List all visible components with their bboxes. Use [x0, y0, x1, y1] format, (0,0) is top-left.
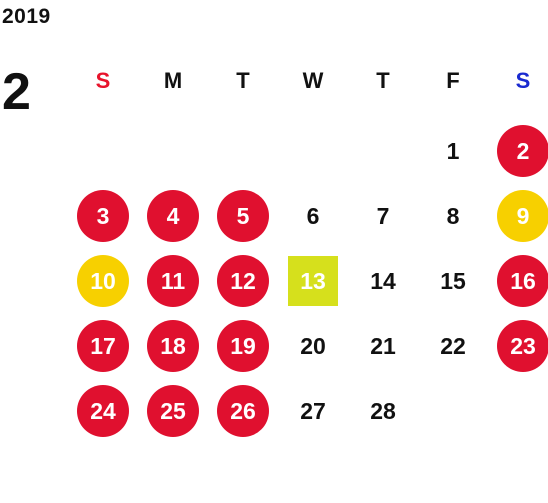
day-cell-empty: [278, 118, 348, 183]
day-number: 20: [300, 332, 326, 359]
day-cell[interactable]: 5: [208, 183, 278, 248]
weekday-label: F: [446, 68, 460, 93]
day-cell-empty: [348, 118, 418, 183]
day-cell[interactable]: 15: [418, 248, 488, 313]
day-cell-empty: [208, 118, 278, 183]
day-number: 27: [300, 397, 326, 424]
day-cell[interactable]: 21: [348, 313, 418, 378]
day-number: 2: [497, 124, 548, 177]
day-cell[interactable]: 13: [278, 248, 348, 313]
day-number: 21: [370, 332, 396, 359]
day-number: 8: [446, 202, 460, 229]
day-number: 24: [77, 384, 129, 437]
day-number: 19: [217, 319, 269, 372]
day-cell[interactable]: 8: [418, 183, 488, 248]
day-cell[interactable]: 17: [68, 313, 138, 378]
day-number: 12: [217, 254, 269, 307]
day-number: 6: [306, 202, 320, 229]
day-number: 23: [497, 319, 548, 372]
day-number: 3: [77, 189, 129, 242]
day-cell[interactable]: 27: [278, 378, 348, 443]
day-cell[interactable]: 23: [488, 313, 548, 378]
day-number: 5: [217, 189, 269, 242]
day-cell[interactable]: 16: [488, 248, 548, 313]
day-cell[interactable]: 1: [418, 118, 488, 183]
weekday-label: M: [163, 68, 183, 93]
day-cell[interactable]: 26: [208, 378, 278, 443]
day-cell[interactable]: 10: [68, 248, 138, 313]
day-number: 1: [446, 137, 460, 164]
year-label: 2019: [2, 5, 51, 28]
day-number: 16: [497, 254, 548, 307]
day-cell[interactable]: 11: [138, 248, 208, 313]
day-cell[interactable]: 24: [68, 378, 138, 443]
day-number: 26: [217, 384, 269, 437]
day-number: 10: [77, 254, 129, 307]
day-cell-empty: [68, 118, 138, 183]
day-cell[interactable]: 20: [278, 313, 348, 378]
day-cell[interactable]: 4: [138, 183, 208, 248]
day-cell[interactable]: 14: [348, 248, 418, 313]
day-cell[interactable]: 22: [418, 313, 488, 378]
weekday-label: W: [302, 68, 324, 93]
day-cell[interactable]: 3: [68, 183, 138, 248]
day-number: 18: [147, 319, 199, 372]
weekday-label: S: [515, 68, 531, 93]
day-number: 15: [440, 267, 466, 294]
day-cell[interactable]: 7: [348, 183, 418, 248]
day-number: 13: [288, 255, 338, 306]
day-number: 25: [147, 384, 199, 437]
day-cell[interactable]: 6: [278, 183, 348, 248]
day-number: 14: [370, 267, 396, 294]
day-cell[interactable]: 18: [138, 313, 208, 378]
day-number: 11: [147, 254, 199, 307]
day-number: 28: [370, 397, 396, 424]
weekday-label: S: [95, 68, 111, 93]
day-cell[interactable]: 12: [208, 248, 278, 313]
day-number: 4: [147, 189, 199, 242]
day-number: 7: [376, 202, 390, 229]
day-cell[interactable]: 9: [488, 183, 548, 248]
day-number: 22: [440, 332, 466, 359]
day-cell[interactable]: 25: [138, 378, 208, 443]
weekday-label: T: [236, 68, 250, 93]
weekday-label: T: [376, 68, 390, 93]
day-number: 17: [77, 319, 129, 372]
month-number: 2: [2, 63, 31, 121]
day-cell-empty: [138, 118, 208, 183]
day-cell[interactable]: 19: [208, 313, 278, 378]
day-cell[interactable]: 28: [348, 378, 418, 443]
day-number: 9: [497, 189, 548, 242]
day-cell[interactable]: 2: [488, 118, 548, 183]
